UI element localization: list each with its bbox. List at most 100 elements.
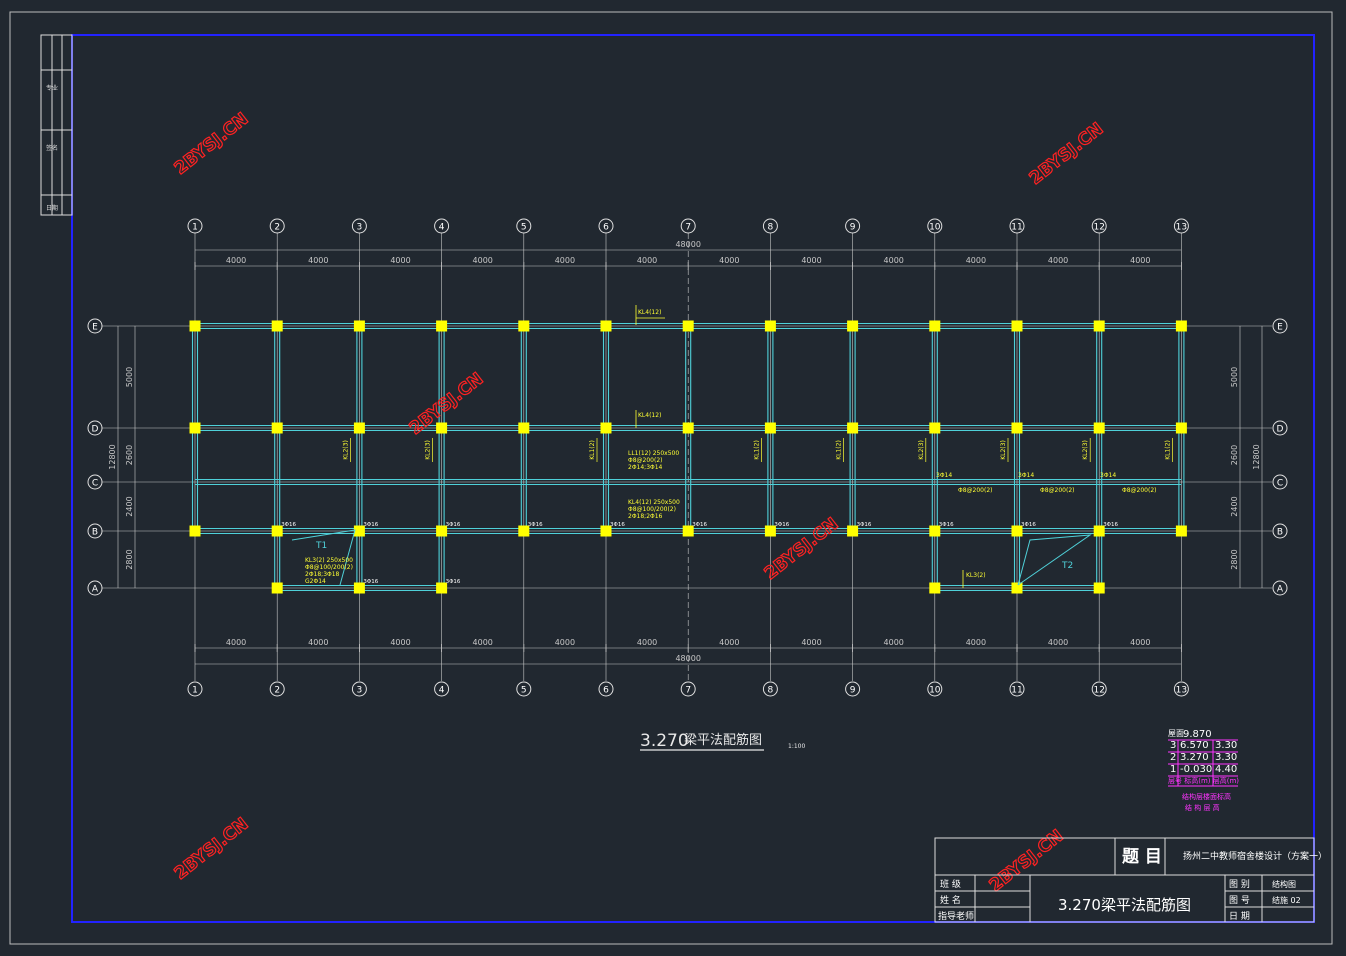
axis-bubble-B-left <box>87 523 103 539</box>
axis-label-12-top: 12 <box>1093 223 1104 233</box>
dim-bay-4: 4000 <box>473 638 493 647</box>
rebar-mark-A-3: 3Φ16 <box>363 579 378 585</box>
axis-label-3-bottom: 3 <box>357 686 363 696</box>
label-stirrup-2: Φ8@200(2) <box>1040 487 1075 494</box>
dim-bay-4: 4000 <box>473 256 493 265</box>
axis-bubble-C-right <box>1272 474 1288 490</box>
column-5E <box>518 320 530 332</box>
rebar-mark-B-7: 3Φ16 <box>692 522 707 528</box>
column-2B <box>271 525 283 537</box>
axis-bubble-6-bottom <box>598 681 614 697</box>
axis-label-D-left: D <box>92 425 99 435</box>
number-label: 图 号 <box>1229 895 1250 906</box>
dim-row-spacing-3: 2400 <box>125 496 134 516</box>
drawing-name: 3.270梁平法配筋图 <box>1058 896 1191 914</box>
rebar-mark-B-3: 3Φ16 <box>363 522 378 528</box>
category-value: 结构图 <box>1272 879 1296 889</box>
column-2A <box>271 582 283 594</box>
column-10E <box>929 320 941 332</box>
axis-label-11-top: 11 <box>1011 223 1022 233</box>
axis-bubble-C-left <box>87 474 103 490</box>
stair-t1: T1 <box>291 529 356 586</box>
column-13E <box>1175 320 1187 332</box>
label-stirrup-3: Φ8@200(2) <box>1122 487 1157 494</box>
axis-bubble-4-bottom <box>434 681 450 697</box>
axis-bubble-2-top <box>269 218 285 234</box>
level-row-3-height: 4.40 <box>1215 764 1237 775</box>
rebar-mark-A-4: 3Φ16 <box>446 579 461 585</box>
beam-col-10-lower <box>931 531 938 588</box>
side-strip-cell-2: 签名 <box>46 144 58 152</box>
label-kl3-d: G2Φ14 <box>305 578 326 585</box>
beam-C <box>195 478 1182 486</box>
axis-label-D-right: D <box>1277 425 1284 435</box>
column-1D <box>189 422 201 434</box>
axis-bubble-2-bottom <box>269 681 285 697</box>
column-1E <box>189 320 201 332</box>
dim-row-spacing-4: 2800 <box>125 549 134 569</box>
drawing-title: 3.270 梁平法配筋图 1:100 <box>640 731 805 751</box>
dim-bay-1: 4000 <box>226 256 246 265</box>
dim-bay-11: 4000 <box>1048 638 1068 647</box>
column-11D <box>1011 422 1023 434</box>
axis-label-C-left: C <box>92 479 98 489</box>
axis-bubble-11-bottom <box>1009 681 1025 697</box>
dim-bay-5: 4000 <box>555 256 575 265</box>
axis-bubble-8-bottom <box>762 681 778 697</box>
side-strip-cell-1: 日期 <box>46 204 58 212</box>
column-11E <box>1011 320 1023 332</box>
dim-bay-8: 4000 <box>801 638 821 647</box>
axis-label-2-top: 2 <box>274 223 280 233</box>
level-row-1-floor: 3 <box>1170 740 1176 751</box>
project-label: 题 目 <box>1122 847 1162 867</box>
dim-total-width: 48000 <box>675 654 700 663</box>
rebar-mark-B-4: 3Φ16 <box>446 522 461 528</box>
axis-label-8-bottom: 8 <box>768 686 774 696</box>
axis-label-1-top: 1 <box>192 223 198 233</box>
dim-total-depth: 12800 <box>108 444 117 469</box>
axis-bubble-5-top <box>516 218 532 234</box>
axis-bubble-9-bottom <box>845 681 861 697</box>
dim-bay-3: 4000 <box>390 638 410 647</box>
rebar-mark-B-2: 3Φ16 <box>281 522 296 528</box>
axis-bubble-7-bottom <box>680 681 696 697</box>
column-11A <box>1011 582 1023 594</box>
column-2E <box>271 320 283 332</box>
project-name: 扬州二中教师宿舍楼设计（方案一） <box>1183 850 1327 862</box>
rebar-mark-B-5: 3Φ16 <box>528 522 543 528</box>
column-8D <box>764 422 776 434</box>
beam-col-4-lower <box>438 531 445 588</box>
column-3E <box>353 320 365 332</box>
axis-bubble-13-bottom <box>1173 681 1189 697</box>
watermark-5: 2BYSJ.CN <box>171 814 253 884</box>
dim-bay-10: 4000 <box>966 638 986 647</box>
dim-bay-6: 4000 <box>637 638 657 647</box>
number-value: 结施 02 <box>1272 895 1301 905</box>
axis-label-A-right: A <box>1277 585 1284 595</box>
column-12A <box>1093 582 1105 594</box>
level-note-2: 结 构 层 高 <box>1185 803 1220 812</box>
column-3D <box>353 422 365 434</box>
level-row-1-elev: 6.570 <box>1180 740 1209 751</box>
watermark-1: 2BYSJ.CN <box>171 109 253 179</box>
axis-bubble-12-bottom <box>1091 681 1107 697</box>
axis-label-2-bottom: 2 <box>274 686 280 696</box>
axis-bubble-6-top <box>598 218 614 234</box>
axis-label-13-top: 13 <box>1176 223 1187 233</box>
axis-bubble-D-right <box>1272 420 1288 436</box>
dim-bay-7: 4000 <box>719 638 739 647</box>
axis-label-5-top: 5 <box>521 223 527 233</box>
axis-label-C-right: C <box>1277 479 1283 489</box>
drawing-title-text: 梁平法配筋图 <box>684 732 762 748</box>
level-row-1-height: 3.30 <box>1215 740 1237 751</box>
axis-label-6-top: 6 <box>603 223 609 233</box>
stair-t2-label: T2 <box>1061 561 1073 571</box>
axis-label-E-left: E <box>92 323 98 333</box>
date-label: 日 期 <box>1229 911 1250 922</box>
beam-col-12-lower <box>1096 531 1103 588</box>
axis-bubble-1-bottom <box>187 681 203 697</box>
column-13B <box>1175 525 1187 537</box>
label-ll1-b: Φ8@200(2) <box>628 457 663 464</box>
axis-label-9-top: 9 <box>850 223 856 233</box>
rebar-mark-B-11: 3Φ16 <box>1021 522 1036 528</box>
